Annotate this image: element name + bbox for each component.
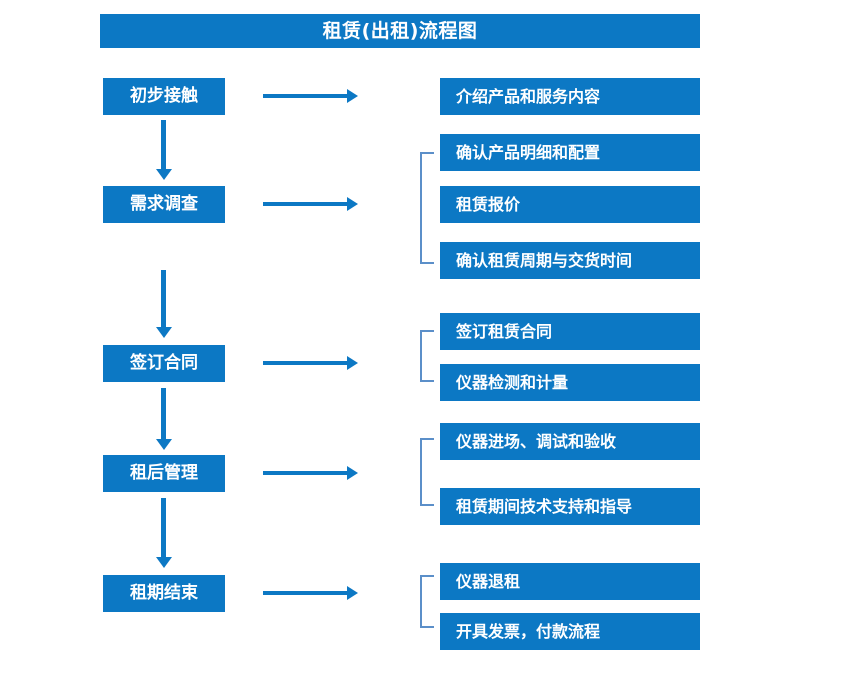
arrow-shaft [263, 471, 349, 475]
detail-node-4[interactable]: 确认租赁周期与交货时间 [440, 242, 700, 279]
arrow-shaft [263, 202, 349, 206]
arrow-head [347, 89, 358, 103]
arrow-head [156, 439, 172, 450]
detail-label: 介绍产品和服务内容 [456, 86, 601, 106]
detail-label: 租赁报价 [456, 194, 521, 214]
detail-label: 仪器进场、调试和验收 [456, 431, 617, 451]
stage-node-3[interactable]: 签订合同 [103, 345, 225, 382]
arrow-head [347, 197, 358, 211]
stage-node-2[interactable]: 需求调查 [103, 186, 225, 223]
arrow-head [156, 557, 172, 568]
group-bracket-after-rent [420, 438, 434, 506]
detail-label: 仪器退租 [456, 571, 521, 591]
arrow-shaft [161, 120, 166, 170]
stage-label: 需求调查 [130, 194, 198, 214]
arrow-head [156, 169, 172, 180]
right-arrow-icon-1 [263, 89, 358, 103]
detail-node-5[interactable]: 签订租赁合同 [440, 313, 700, 350]
detail-label: 签订租赁合同 [456, 321, 553, 341]
arrow-shaft [263, 361, 349, 365]
group-bracket-needs [420, 152, 434, 264]
detail-label: 确认产品明细和配置 [456, 142, 601, 162]
detail-label: 确认租赁周期与交货时间 [456, 250, 633, 270]
detail-node-10[interactable]: 开具发票，付款流程 [440, 613, 700, 650]
down-arrow-icon-3-4 [156, 388, 172, 450]
arrow-head [156, 327, 172, 338]
right-arrow-icon-2 [263, 197, 358, 211]
detail-label: 租赁期间技术支持和指导 [456, 496, 633, 516]
chart-title-bar: 租赁(出租)流程图 [100, 14, 700, 48]
detail-node-6[interactable]: 仪器检测和计量 [440, 364, 700, 401]
detail-node-9[interactable]: 仪器退租 [440, 563, 700, 600]
arrow-head [347, 356, 358, 370]
stage-node-5[interactable]: 租期结束 [103, 575, 225, 612]
group-bracket-end [420, 575, 434, 628]
down-arrow-icon-2-3 [156, 270, 172, 338]
arrow-shaft [161, 498, 166, 558]
stage-label: 租后管理 [130, 463, 198, 483]
down-arrow-icon-1-2 [156, 120, 172, 180]
group-bracket-contract [420, 330, 434, 382]
right-arrow-icon-5 [263, 586, 358, 600]
detail-label: 仪器检测和计量 [456, 372, 569, 392]
arrow-shaft [263, 94, 349, 98]
arrow-head [347, 466, 358, 480]
down-arrow-icon-4-5 [156, 498, 172, 568]
chart-title: 租赁(出租)流程图 [322, 19, 478, 42]
right-arrow-icon-4 [263, 466, 358, 480]
stage-label: 初步接触 [130, 86, 198, 106]
stage-node-4[interactable]: 租后管理 [103, 455, 225, 492]
arrow-shaft [161, 388, 166, 440]
stage-label: 租期结束 [130, 583, 198, 603]
detail-label: 开具发票，付款流程 [456, 621, 601, 641]
detail-node-1[interactable]: 介绍产品和服务内容 [440, 78, 700, 115]
arrow-shaft [161, 270, 166, 328]
arrow-head [347, 586, 358, 600]
arrow-shaft [263, 591, 349, 595]
right-arrow-icon-3 [263, 356, 358, 370]
detail-node-2[interactable]: 确认产品明细和配置 [440, 134, 700, 171]
detail-node-8[interactable]: 租赁期间技术支持和指导 [440, 488, 700, 525]
stage-node-1[interactable]: 初步接触 [103, 78, 225, 115]
detail-node-3[interactable]: 租赁报价 [440, 186, 700, 223]
detail-node-7[interactable]: 仪器进场、调试和验收 [440, 423, 700, 460]
stage-label: 签订合同 [130, 353, 198, 373]
